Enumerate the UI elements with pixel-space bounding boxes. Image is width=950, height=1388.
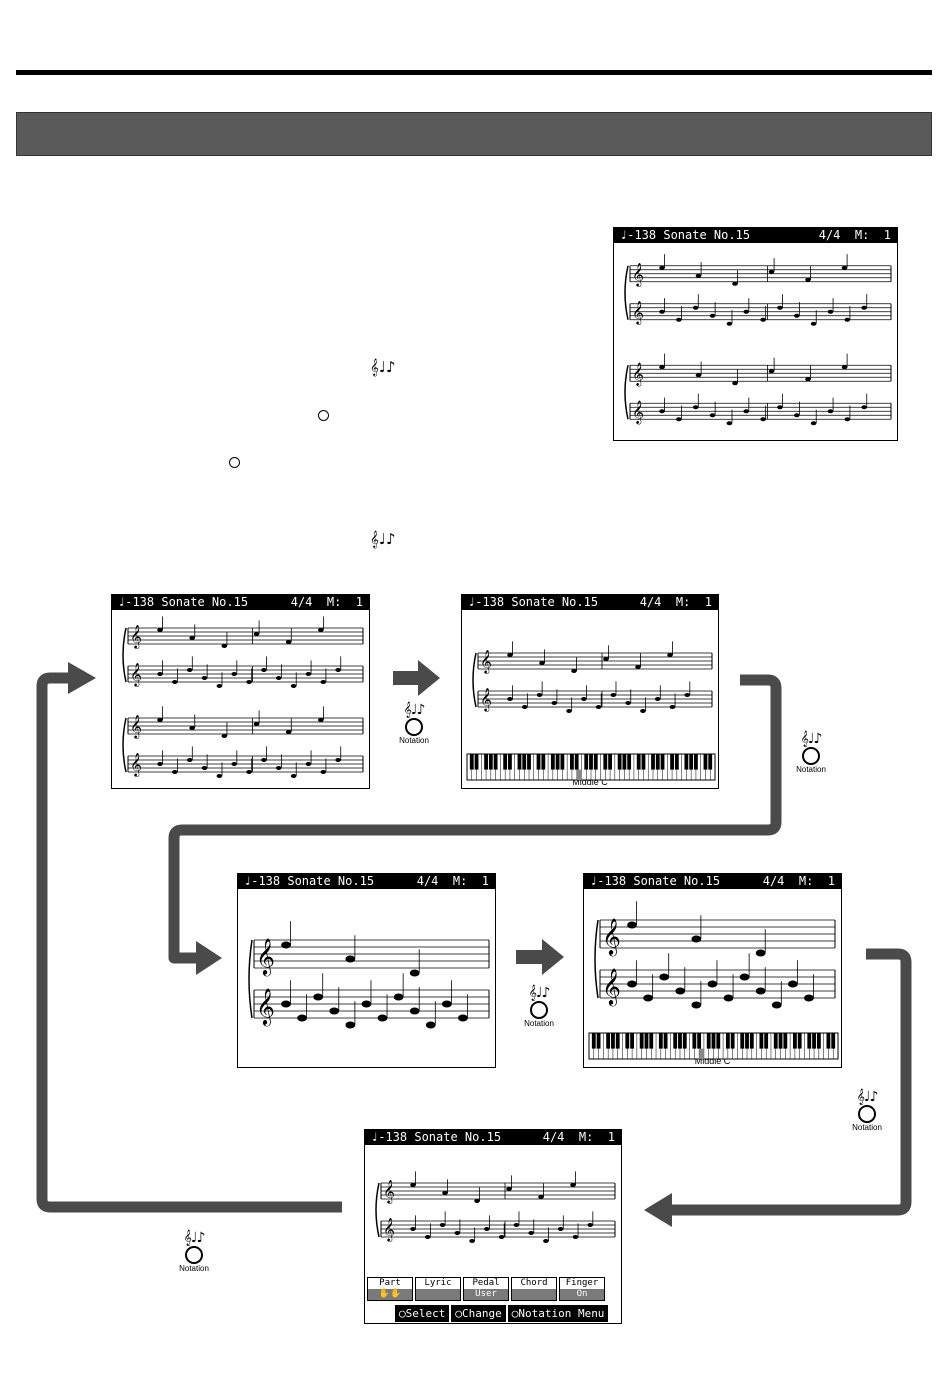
tempo-title: ♩-138 Sonate No.15 [244,874,375,888]
notation-label: Notation [796,765,826,774]
menu-button-lyric[interactable]: Lyric [415,1277,461,1301]
flow-path-bottom-right [670,948,912,1216]
tempo-title: ♩-138 Sonate No.15 [118,595,249,609]
arrow-right [516,939,564,975]
flow-path-right [168,674,782,964]
help-select: ◯Select [395,1305,450,1322]
notation-button[interactable]: 𝄞♩♪ Notation [847,1090,887,1133]
menu-button-part[interactable]: Part✋✋ [367,1277,413,1301]
time-measure: 4/4 M: 1 [639,595,712,609]
notation-label: Notation [399,736,429,745]
notation-glyph-icon: 𝄞♩♪ [528,985,551,1001]
time-measure: 4/4 M: 1 [416,874,489,888]
score-screen-zoom: ♩-138 Sonate No.15 4/4 M: 1 𝄞𝄞 [237,873,496,1068]
arrow-head [196,941,222,975]
svg-text:𝄞: 𝄞 [256,937,275,976]
score-staves: 𝄞𝄞 [248,921,490,1029]
svg-text:𝄞: 𝄞 [383,1179,395,1204]
tempo-title: ♩-138 Sonate No.15 [371,1130,502,1144]
flow-path-left [36,672,342,1213]
svg-text:𝄞: 𝄞 [383,1217,395,1242]
notation-button[interactable]: 𝄞♩♪ Notation [394,703,434,746]
screen-status-bar: ♩-138 Sonate No.15 4/4 M: 1 [462,595,718,610]
middle-c-label: Middle C [572,777,608,787]
notation-button[interactable]: 𝄞♩♪ Notation [519,986,559,1029]
notation-label: Notation [524,1019,554,1028]
svg-text:𝄞: 𝄞 [256,987,275,1026]
tempo-title: ♩-138 Sonate No.15 [590,874,721,888]
help-notation-menu: ◯Notation Menu [507,1305,609,1322]
notation-label: Notation [852,1123,882,1132]
score-staves: 𝄞 𝄞 𝄞 𝄞 [624,254,892,426]
tempo-title: ♩-138 Sonate No.15 [468,595,599,609]
score-screen-zoom-keyboard: ♩-138 Sonate No.15 4/4 M: 1 Middle C 𝄞𝄞 [583,873,842,1068]
notation-glyph-icon: 𝄞♩♪ [183,1230,206,1246]
time-measure: 4/4 M: 1 [762,874,835,888]
svg-text:𝄞: 𝄞 [130,752,142,777]
help-bar: ◯Select ◯Change ◯Notation Menu [395,1305,621,1322]
button-circle-icon [802,747,820,765]
svg-text:𝄞: 𝄞 [480,687,492,712]
notation-glyph-icon: 𝄞♩♪ [370,358,396,376]
arrow-head [68,662,96,694]
screen-status-bar: ♩-138 Sonate No.15 4/4 M: 1 [584,874,841,889]
notation-button[interactable]: 𝄞♩♪ Notation [174,1231,214,1274]
arrow-right [393,660,440,696]
svg-text:𝄞: 𝄞 [632,361,644,386]
screen-status-bar: ♩-138 Sonate No.15 4/4 M: 1 [112,595,369,610]
score-screen-keyboard: ♩-138 Sonate No.15 4/4 M: 1 Middle C 𝄞𝄞 [461,594,719,789]
notation-glyph-icon: 𝄞♩♪ [856,1089,879,1105]
score-screen-menu: ♩-138 Sonate No.15 4/4 M: 1 Part✋✋ Lyric… [364,1129,622,1324]
time-measure: 4/4 M: 1 [290,595,363,609]
svg-text:𝄞: 𝄞 [602,917,621,956]
tempo-title: ♩-138 Sonate No.15 [620,228,751,242]
notation-glyph-icon: 𝄞♩♪ [403,702,426,718]
arrow-head [644,1193,672,1227]
notation-glyph-icon: 𝄞♩♪ [800,731,823,747]
score-screen-full: ♩-138 Sonate No.15 4/4 M: 1 𝄞 𝄞 𝄞 𝄞 [111,594,370,789]
button-circle-icon [405,718,423,736]
middle-c-label: Middle C [694,1056,731,1066]
notation-label: Notation [179,1264,209,1273]
time-measure: 4/4 M: 1 [818,228,891,242]
svg-text:𝄞: 𝄞 [602,967,621,1006]
time-measure: 4/4 M: 1 [542,1130,615,1144]
score-staves: 𝄞𝄞 [375,1171,616,1243]
screen-status-bar: ♩-138 Sonate No.15 4/4 M: 1 [365,1130,621,1145]
svg-text:𝄞: 𝄞 [130,662,142,687]
screen-status-bar: ♩-138 Sonate No.15 4/4 M: 1 [614,228,897,243]
score-staves: 𝄞𝄞 [466,641,716,781]
svg-text:𝄞: 𝄞 [130,714,142,739]
score-staves: 𝄞 𝄞 𝄞 𝄞 [122,616,364,778]
menu-button-chord[interactable]: Chord [511,1277,557,1301]
svg-text:𝄞: 𝄞 [632,300,644,325]
notation-glyph-icon: 𝄞♩♪ [370,530,396,548]
help-change: ◯Change [451,1305,506,1322]
top-rule [16,70,932,75]
score-screen-top: ♩-138 Sonate No.15 4/4 M: 1 𝄞 𝄞 𝄞 𝄞 [613,227,898,441]
notation-button[interactable]: 𝄞♩♪ Notation [791,732,831,775]
button-circle-icon [530,1001,548,1019]
svg-text:𝄞: 𝄞 [130,624,142,649]
svg-text:𝄞: 𝄞 [480,649,492,674]
screen-status-bar: ♩-138 Sonate No.15 4/4 M: 1 [238,874,495,889]
button-circle-icon [229,457,240,468]
section-banner [16,112,932,156]
svg-text:𝄞: 𝄞 [632,399,644,424]
button-circle-icon [185,1246,203,1264]
button-circle-icon [858,1105,876,1123]
svg-text:𝄞: 𝄞 [632,262,644,287]
score-staves: 𝄞𝄞 [588,901,839,1060]
button-circle-icon [318,410,329,421]
